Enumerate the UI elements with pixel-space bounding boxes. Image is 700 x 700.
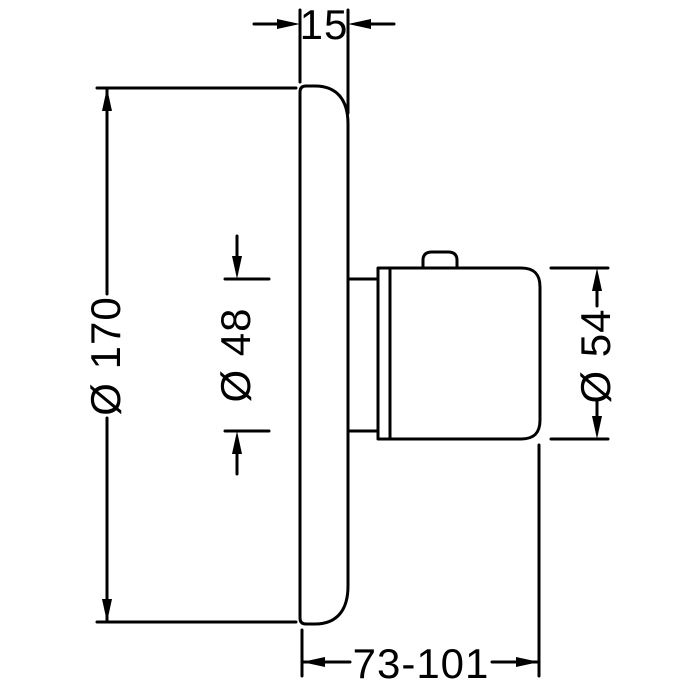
- arrowhead-up-icon: [232, 431, 242, 454]
- dim-depth-range: 73-101: [300, 443, 541, 687]
- arrowhead-left-icon: [302, 657, 325, 667]
- dim-handle-diameter: Ø 54: [549, 266, 619, 441]
- safety-button-outline: [421, 250, 459, 270]
- arrowhead-up-icon: [102, 88, 112, 111]
- dim-plate-diameter: Ø 170: [82, 86, 298, 624]
- arrowhead-right-icon: [516, 657, 539, 667]
- dim-plate-thickness: 15: [252, 1, 396, 115]
- escutcheon-plate-outline: [298, 84, 350, 626]
- arrowhead-down-icon: [232, 256, 242, 279]
- arrowhead-up-icon: [592, 268, 602, 291]
- dim-label-depth-range: 73-101: [353, 640, 490, 687]
- dim-label-plate-thickness: 15: [300, 1, 349, 48]
- arrowhead-right-icon: [277, 19, 300, 29]
- dim-label-handle-diameter: Ø 54: [572, 308, 619, 403]
- fixture: [298, 84, 542, 626]
- dim-inner-diameter: Ø 48: [212, 234, 271, 476]
- arrowhead-left-icon: [348, 19, 371, 29]
- arrowhead-down-icon: [102, 599, 112, 622]
- dim-label-plate-diameter: Ø 170: [82, 296, 129, 415]
- dim-label-inner-diameter: Ø 48: [212, 307, 259, 402]
- handle-body-outline: [376, 266, 542, 441]
- arrowhead-down-icon: [592, 416, 602, 439]
